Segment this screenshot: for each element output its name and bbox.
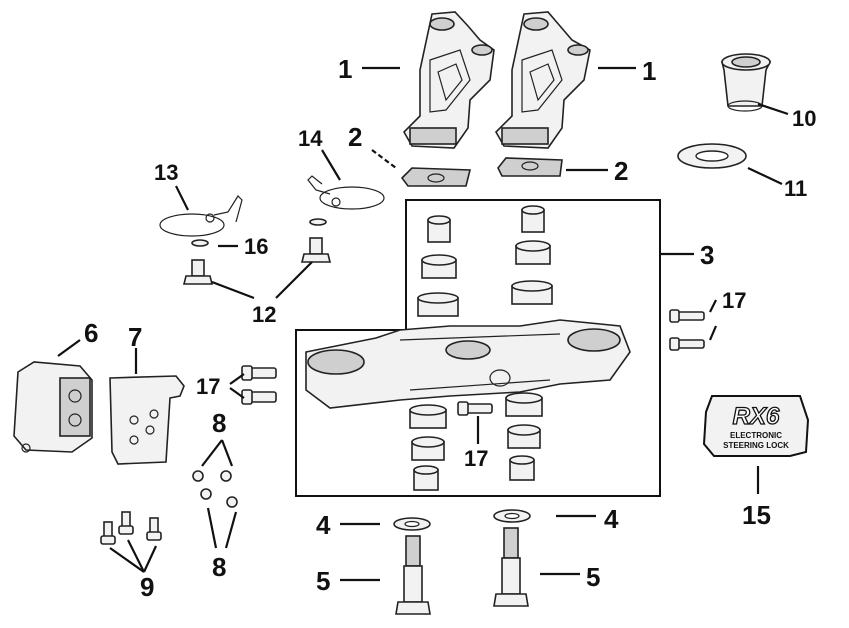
small-washers	[191, 218, 327, 247]
callout-2-left: 2	[348, 122, 362, 152]
callout-3: 3	[700, 240, 714, 270]
callout-16: 16	[244, 234, 268, 259]
callout-10: 10	[792, 106, 816, 131]
bolts-9	[100, 511, 162, 545]
callout-4-left: 4	[316, 510, 331, 540]
shim-left	[400, 167, 472, 187]
callout-5-right: 5	[586, 562, 600, 592]
hose-clamp-13	[159, 195, 243, 237]
callout-9: 9	[140, 572, 154, 602]
callout-17-left: 17	[196, 374, 220, 399]
bushing	[720, 53, 772, 112]
callout-17-right: 17	[722, 288, 746, 313]
washer-large	[677, 143, 747, 169]
callout-1-left: 1	[338, 54, 352, 84]
badge-text: RX6 ELECTRONIC STEERING LOCK	[723, 402, 789, 450]
badge-line1: ELECTRONIC	[730, 431, 782, 440]
flange-bolts-12	[182, 237, 332, 285]
small-screws-8	[192, 470, 238, 508]
callout-2-right: 2	[614, 156, 628, 186]
callout-1-right: 1	[642, 56, 656, 86]
socket-bolts-17	[241, 309, 705, 416]
badge-line2: STEERING LOCK	[723, 441, 789, 450]
callout-7: 7	[128, 322, 142, 352]
shim-right	[497, 157, 563, 177]
callout-12: 12	[252, 302, 276, 327]
riser-left	[403, 11, 495, 149]
callout-labels: 1 1 2 2 3 4 4 5 5 6 7 8 8 9 10 11 12 13 …	[84, 54, 816, 602]
pivot-bolts-5	[395, 527, 529, 615]
callout-8-bottom: 8	[212, 552, 226, 582]
lock-module	[13, 361, 93, 453]
clamp-bushings	[409, 205, 553, 491]
washers-4	[393, 509, 531, 531]
callout-4-right: 4	[604, 504, 619, 534]
callout-6: 6	[84, 318, 98, 348]
callout-15: 15	[742, 500, 771, 530]
callout-8-top: 8	[212, 408, 226, 438]
triple-clamp	[305, 319, 631, 409]
hose-clamp-14	[307, 175, 385, 210]
mounting-bracket	[109, 375, 185, 465]
callout-11: 11	[784, 176, 807, 201]
rx6-badge	[702, 395, 810, 457]
badge-logo: RX6	[733, 403, 780, 430]
callout-13: 13	[154, 160, 178, 185]
callout-14: 14	[298, 126, 323, 151]
callout-5-left: 5	[316, 566, 330, 596]
leader-lines	[57, 66, 789, 582]
riser-right	[495, 11, 591, 149]
callout-17-center: 17	[464, 446, 488, 471]
